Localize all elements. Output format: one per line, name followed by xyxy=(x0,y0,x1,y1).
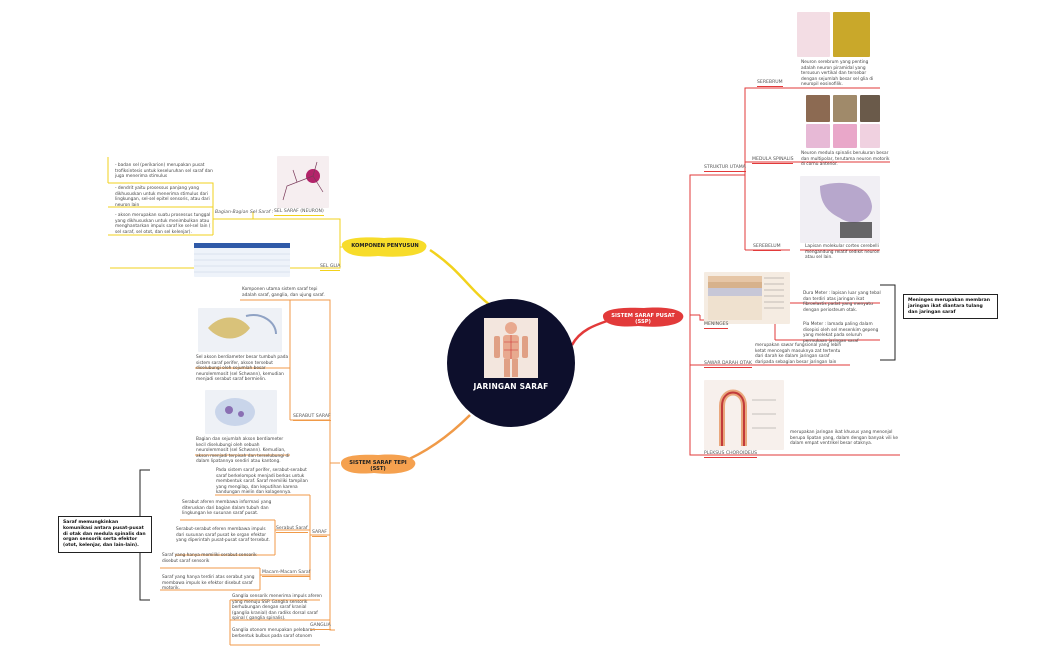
neuron-image xyxy=(277,156,329,208)
medula-image-4 xyxy=(806,124,830,148)
note-serabut-aferen: Serabut aferen membawa informasi yang di… xyxy=(182,500,272,517)
serebrum-image-2 xyxy=(833,12,870,57)
note-serebrum: Neuron serebrum yang penting adalah neur… xyxy=(801,60,874,88)
label-ganglia[interactable]: GANGLIA xyxy=(310,623,331,630)
human-body-icon xyxy=(484,318,538,378)
serabut-image-2 xyxy=(205,390,277,434)
label-struktur-utama[interactable]: STRUKTUR UTAMA xyxy=(704,165,746,172)
label-pleksus-choroideus[interactable]: PLEKSUS CHOROIDEUS xyxy=(704,451,758,458)
sst-blob[interactable] xyxy=(338,453,418,475)
note-badan-sel: - badan sel (perikarion) merupakan pusat… xyxy=(115,163,213,180)
branch-connector-komponen xyxy=(429,248,491,306)
note-ganglia-otonom: Ganglia otonom merupakan pelebaran berbe… xyxy=(232,628,316,639)
note-dura-meter: Dura Meter : lapisan luar yang tebal dan… xyxy=(803,291,881,313)
branch-ssp[interactable]: SISTEM SARAF PUSAT (SSP) xyxy=(611,313,675,325)
note-serabut-2: Bagian dan sejumlah akson berdiameter ke… xyxy=(196,437,290,465)
note-saraf-motorik: Saraf yang hanya terdiri atas serabut ya… xyxy=(162,575,255,592)
note-ganglia-sensorik: Ganglia sensorik menerima impuls aferen … xyxy=(232,594,322,622)
medula-image-2 xyxy=(833,95,857,122)
medula-image-6 xyxy=(860,124,880,148)
label-sel-saraf[interactable]: SEL SARAF (NEURON) xyxy=(274,209,324,216)
serebrum-image-1 xyxy=(797,12,830,57)
meninges-image xyxy=(704,272,790,324)
note-dendrit: - dendrit yaitu prosessus panjang yang d… xyxy=(115,186,210,208)
sst-summary-box: Saraf memungkinkan komunikasi antara pus… xyxy=(58,516,152,553)
serebelum-image xyxy=(800,176,880,243)
label-meninges[interactable]: MENINGES xyxy=(704,322,729,329)
note-saraf-sensorik: Saraf yang hanya memiliki serabut sensor… xyxy=(162,553,257,564)
center-title: JARINGAN SARAF xyxy=(473,382,549,391)
label-sel-glia[interactable]: SEL GLIA xyxy=(320,264,341,271)
label-serebrum[interactable]: SEREBRUM xyxy=(757,80,783,87)
label-saraf[interactable]: SARAF xyxy=(312,530,327,537)
meninges-summary-box: Meninges merupakan membran jaringan ikat… xyxy=(903,294,998,320)
label-sawar-darah-otak[interactable]: SAWAR DARAH OTAK xyxy=(704,361,752,368)
label-serebelum[interactable]: SEREBELUM xyxy=(753,244,781,251)
note-serabut-1: Sel akson berdiameter besar tumbuh pada … xyxy=(196,355,289,383)
medula-image-5 xyxy=(833,124,857,148)
label-macam-saraf[interactable]: Macam-Macam Saraf xyxy=(262,570,311,577)
note-pleksus: merupakan jaringan ikat khusus yang meno… xyxy=(790,430,898,447)
note-serabut-eferen: Serabut-serabut eferen membawa impuls da… xyxy=(176,527,270,544)
medula-image-3 xyxy=(860,95,880,122)
note-pia-meter: Pia Meter : lamada paling dalam disepisi… xyxy=(803,322,879,344)
branch-sst[interactable]: SISTEM SARAF TEPI (SST) xyxy=(349,460,407,472)
serabut-image-1 xyxy=(198,308,282,352)
label-bagian-bagian: Bagian-Bagian Sel Saraf : xyxy=(215,210,274,215)
note-sawar: merupakan sawar fungsional yang lebih ke… xyxy=(755,343,842,365)
pleksus-image xyxy=(704,380,784,450)
label-serabut-saraf[interactable]: SERABUT SARAF xyxy=(293,414,331,421)
note-saraf: Pada sistem saraf perifer, serabut-serab… xyxy=(216,468,308,496)
sel-glia-table-image xyxy=(194,243,290,277)
branch-komponen[interactable]: KOMPONEN PENYUSUN xyxy=(351,243,419,249)
komponen-blob[interactable] xyxy=(338,236,430,258)
ssp-blob[interactable] xyxy=(600,306,686,328)
sst-lines xyxy=(139,299,340,646)
medula-image-1 xyxy=(806,95,830,122)
note-akson: - akson merupakan suatu prosessus tungga… xyxy=(115,213,211,235)
label-medula-spinalis[interactable]: MEDULA SPINALIS xyxy=(752,157,794,164)
note-serebelum: Lapisan molekular cortex cerebelli menga… xyxy=(805,244,880,261)
label-serabut-saraf-sub[interactable]: Serabut Saraf xyxy=(276,526,308,533)
note-sst-intro: Komponen utama sistem saraf tepi adalah … xyxy=(242,287,325,298)
note-medula: Neuron medula spinalis berukuran besar d… xyxy=(801,151,890,168)
